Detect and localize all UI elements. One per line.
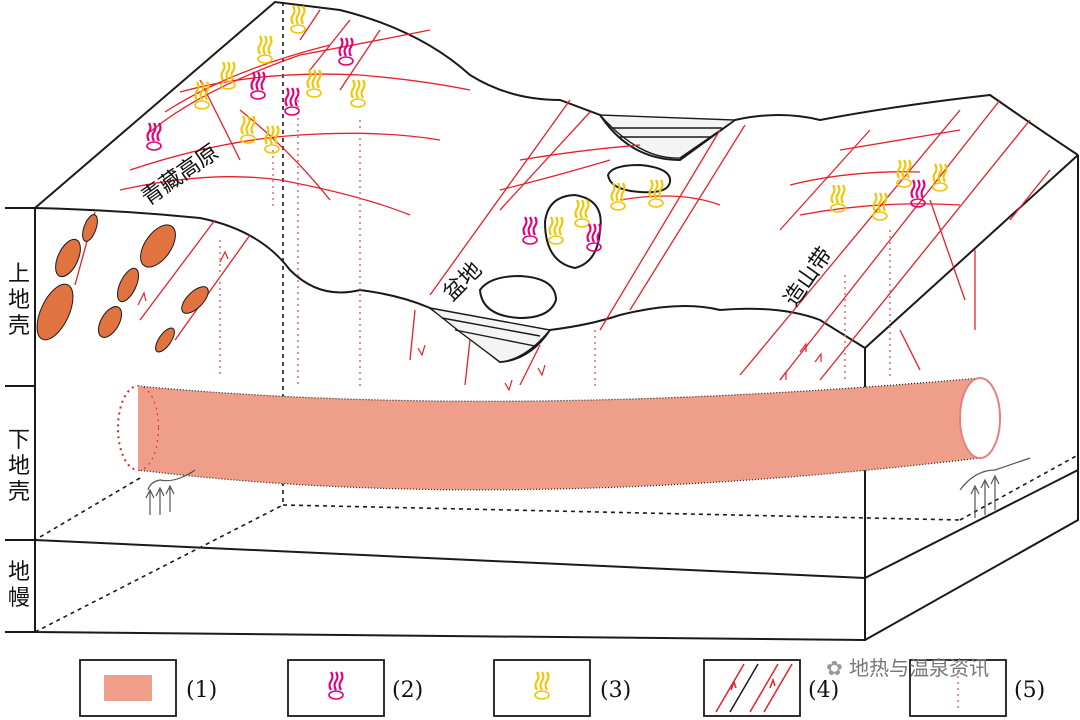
wechat-icon: ✿ bbox=[826, 656, 843, 680]
legend: (1) (2) (3) (4) (5) bbox=[79, 659, 1045, 717]
region-label-basin: 盆地 bbox=[439, 257, 488, 306]
intrusions bbox=[36, 214, 209, 353]
legend-item-1: (1) bbox=[79, 659, 217, 717]
fault-arrows bbox=[137, 250, 822, 392]
legend-num-3: (3) bbox=[600, 678, 631, 703]
layer-label-lower-crust: 下 地 壳 bbox=[7, 428, 30, 505]
watermark: ✿ 地热与温泉资讯 bbox=[826, 652, 989, 681]
region-label-orogen: 造山带 bbox=[779, 243, 837, 311]
region-label-plateau: 青藏高原 bbox=[137, 140, 223, 211]
legend-item-2: (2) bbox=[287, 659, 423, 717]
legend-item-4: (4) bbox=[703, 659, 839, 717]
block-outline bbox=[5, 0, 1079, 642]
magma-channel bbox=[117, 377, 1001, 491]
legend-item-3: (3) bbox=[493, 659, 631, 717]
basin-sediment bbox=[429, 114, 738, 363]
layer-label-mantle: 地 幔 bbox=[7, 560, 30, 611]
dotted-lines bbox=[219, 100, 891, 388]
legend-num-5: (5) bbox=[1014, 678, 1045, 703]
upwelling-arrows bbox=[145, 457, 1031, 518]
legend-item-5: (5) bbox=[909, 659, 1045, 717]
magma-swatch bbox=[104, 675, 152, 701]
layer-label-upper-crust: 上 地 壳 bbox=[7, 262, 30, 339]
faults bbox=[74, 9, 1051, 386]
legend-num-2: (2) bbox=[392, 678, 423, 703]
fault-icon bbox=[715, 663, 793, 713]
legend-num-4: (4) bbox=[808, 678, 839, 703]
watermark-text: 地热与温泉资讯 bbox=[849, 656, 990, 680]
legend-num-1: (1) bbox=[186, 678, 217, 703]
